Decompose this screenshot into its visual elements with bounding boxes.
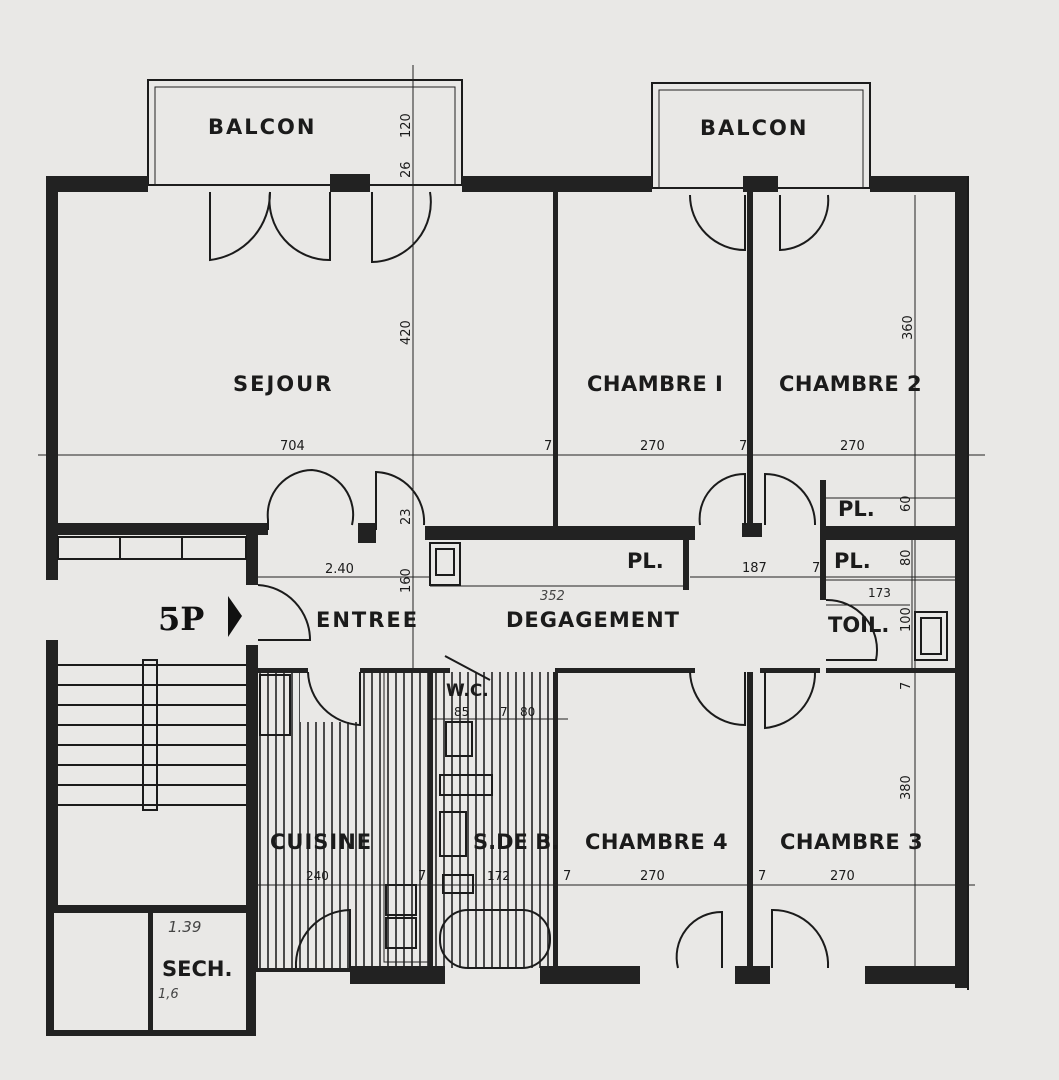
room-label-cuisine: CUISINE (270, 830, 372, 854)
dim-wall-26: 26 (399, 161, 414, 178)
room-label-pl-corridor: PL. (627, 549, 664, 573)
room-label-toilette: TOIL. (828, 613, 889, 637)
room-label-chambre1: CHAMBRE I (587, 372, 723, 396)
dim-entree-depth: 160 (399, 568, 414, 593)
dim-toil-100: 100 (899, 607, 914, 632)
dim-chambre1-width: 270 (640, 439, 665, 454)
room-label-chambre4: CHAMBRE 4 (585, 830, 728, 854)
room-label-pl-mid: PL. (834, 549, 871, 573)
dim-degagement-handwritten: 352 (540, 589, 565, 604)
dim-chambre2-depth: 360 (901, 315, 916, 340)
dim-chambre3-width: 270 (830, 869, 855, 884)
dim-pl-60: 60 (899, 495, 914, 512)
dim-sejour-width: 704 (280, 439, 305, 454)
room-label-chambre3: CHAMBRE 3 (780, 830, 923, 854)
dim-chambre4-width: 270 (640, 869, 665, 884)
dim-pl-80: 80 (899, 549, 914, 566)
dim-wall-7e: 7 (500, 705, 508, 719)
room-label-wc: W.C. (446, 681, 489, 701)
walls (46, 174, 967, 1036)
bathroom-floor (432, 672, 554, 968)
apartment-type-label: 5P (158, 600, 204, 638)
dim-wall-7h: 7 (758, 869, 766, 884)
dim-entree-width: 2.40 (325, 562, 354, 577)
staircase (57, 536, 247, 811)
dim-balcon-depth: 120 (399, 113, 414, 138)
dimension-lines (38, 65, 985, 968)
dim-wall-7f: 7 (418, 869, 426, 884)
dim-sdb-width: 172 (487, 869, 510, 883)
dim-cuisine-width: 240 (306, 869, 329, 883)
dim-wall-7g: 7 (563, 869, 571, 884)
doors (209, 191, 878, 969)
dim-wall-7d: 7 (899, 682, 914, 690)
sech-handwritten-1: 1.39 (168, 918, 201, 936)
dim-wc-85: 85 (454, 705, 469, 719)
room-label-balcon-left: BALCON (208, 115, 316, 139)
dim-wall-23: 23 (399, 508, 414, 525)
room-label-entree: ENTREE (316, 608, 419, 632)
room-label-degagement: DEGAGEMENT (506, 608, 680, 632)
dim-wall-7c: 7 (812, 561, 820, 576)
room-label-sdb: S.DE B. (473, 830, 559, 854)
dim-wc-80: 80 (520, 705, 535, 719)
dim-wall-7a: 7 (544, 439, 552, 454)
room-label-sejour: SEJOUR (233, 372, 333, 396)
dim-chambre2-width: 270 (840, 439, 865, 454)
room-label-balcon-right: BALCON (700, 116, 808, 140)
dim-chambre3-depth: 380 (899, 775, 914, 800)
sech-handwritten-2: 1,6 (158, 987, 179, 1002)
room-label-pl-top: PL. (838, 497, 875, 521)
apartment-entrance-arrow (228, 596, 242, 637)
dim-wall-7b: 7 (739, 439, 747, 454)
room-label-chambre2: CHAMBRE 2 (779, 372, 922, 396)
balcony-left (147, 79, 463, 186)
dim-toil-173: 173 (868, 586, 891, 600)
dim-corridor-187: 187 (742, 561, 767, 576)
room-label-sechoir: SECH. (162, 957, 232, 981)
dim-sejour-depth: 420 (399, 320, 414, 345)
